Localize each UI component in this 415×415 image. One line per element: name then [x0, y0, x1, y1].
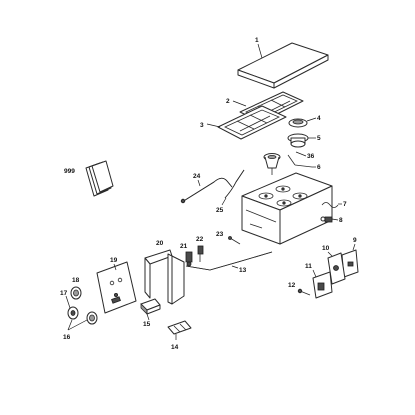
callout-11: 11: [305, 263, 312, 270]
control-knob: 18: [70, 277, 82, 300]
callout-36: 36: [307, 153, 315, 160]
valve-knob-stem: 22: [196, 236, 204, 262]
callout-1: 1: [255, 37, 259, 44]
control-module: 15: [140, 298, 161, 328]
callout-24: 24: [193, 173, 201, 180]
callout-14: 14: [171, 344, 179, 351]
burner-cap: 4: [288, 115, 321, 128]
callout-20: 20: [156, 240, 164, 247]
callout-12: 12: [288, 282, 296, 289]
callout-23: 23: [216, 231, 224, 238]
burner-base: 36: [263, 151, 315, 175]
mounting-screw: 12: [288, 282, 311, 296]
callout-25: 25: [216, 207, 224, 214]
burner-grate-lower: 3: [200, 105, 287, 140]
spark-module: 11: [305, 263, 333, 299]
flexible-gas-line: 25: [216, 169, 245, 214]
callout-18: 18: [72, 277, 80, 284]
callout-3: 3: [200, 122, 204, 129]
spring-clip: 7: [321, 201, 347, 208]
manifold-pipe: 13: [185, 251, 273, 274]
callout-10: 10: [322, 245, 330, 252]
gas-valve: 21: [180, 243, 193, 267]
callout-13: 13: [239, 267, 247, 274]
thermocouple: 23: [216, 231, 241, 245]
burner-head: 5: [287, 133, 321, 148]
frame-bracket: 20: [144, 240, 185, 305]
mounting-clip: 14: [167, 320, 192, 351]
igniter: 6: [287, 154, 321, 171]
burner-box-housing: [241, 172, 333, 245]
side-bracket: 9: [341, 237, 359, 278]
callout-16: 16: [63, 334, 71, 341]
callout-9: 9: [353, 237, 357, 244]
callout-8: 8: [339, 217, 343, 224]
callout-6: 6: [317, 164, 321, 171]
owners-manual: 999: [64, 160, 114, 197]
callout-19: 19: [110, 257, 118, 264]
knob-assembly: 16: [63, 311, 98, 341]
callout-15: 15: [143, 321, 151, 328]
control-panel: 19: [96, 257, 137, 314]
knob-bezel: 17: [60, 290, 79, 320]
griddle-plate: 1: [237, 37, 329, 89]
callout-7: 7: [343, 201, 347, 208]
callout-2: 2: [226, 98, 230, 105]
callout-5: 5: [317, 135, 321, 142]
callout-22: 22: [196, 236, 204, 243]
callout-4: 4: [317, 115, 321, 122]
gas-supply-tube: 24: [180, 173, 233, 204]
callout-999: 999: [64, 168, 75, 175]
callout-21: 21: [180, 243, 188, 250]
mounting-bracket-small: 8: [320, 216, 343, 224]
callout-17: 17: [60, 290, 68, 297]
